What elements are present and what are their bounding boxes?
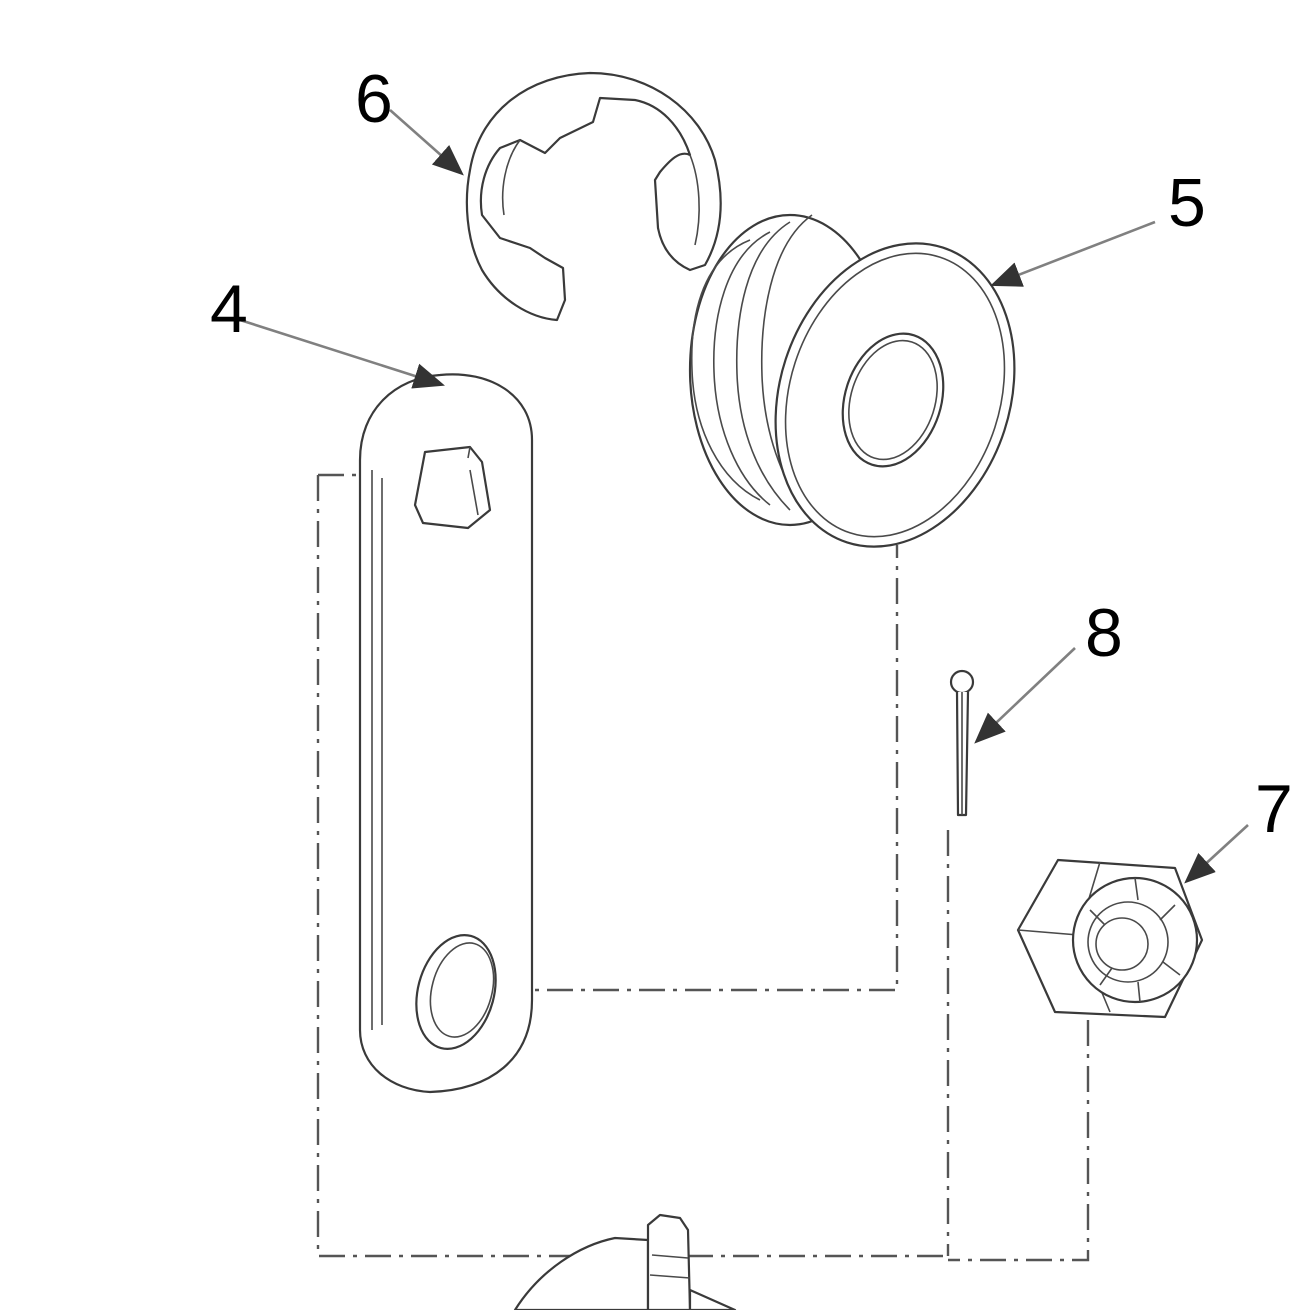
link-plate-part [358,373,534,1094]
callout-7: 7 [1255,771,1293,847]
shaft-part [513,1213,737,1310]
callout-4: 4 [210,271,248,347]
cotter-pin-part [949,669,975,817]
callout-6: 6 [355,61,393,137]
castle-nut-part [1016,858,1204,1019]
bushing-part [688,213,1016,548]
e-clip-part [465,71,722,322]
leader-lines [239,109,1249,884]
callout-8: 8 [1085,595,1123,671]
callout-5: 5 [1168,165,1206,241]
